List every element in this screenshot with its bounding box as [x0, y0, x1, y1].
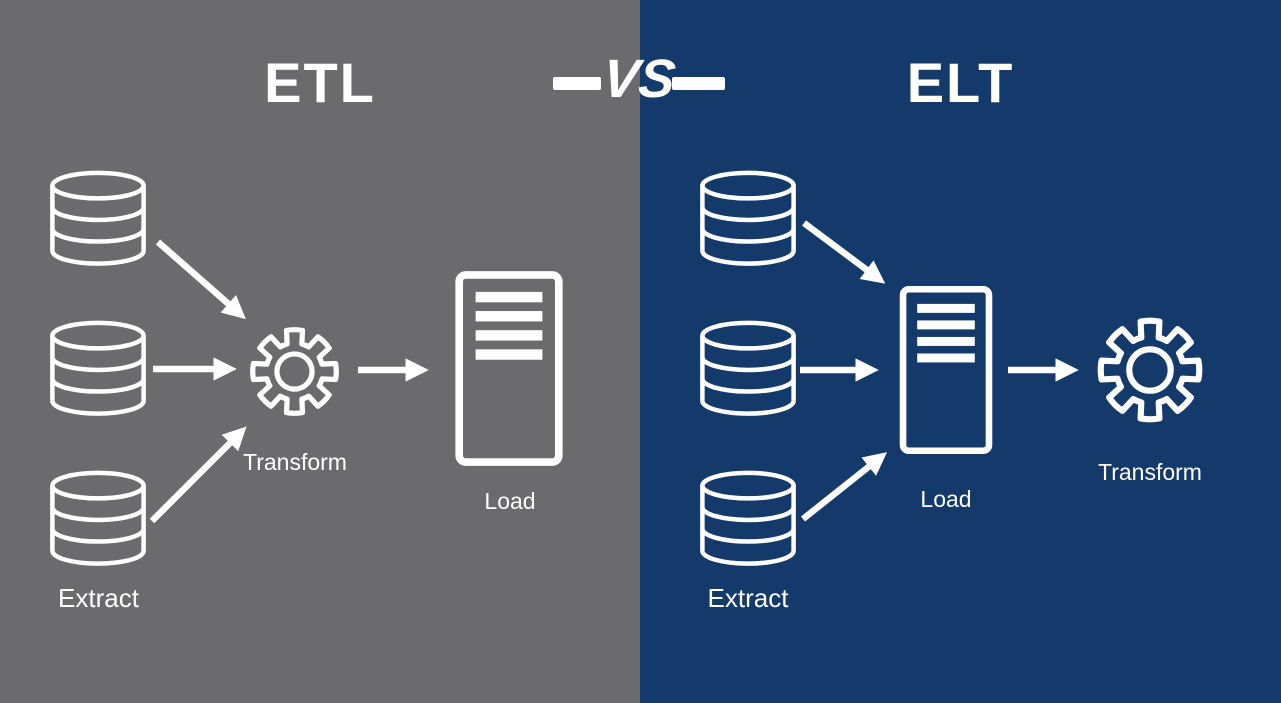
elt-panel: ELT — [640, 0, 1281, 703]
etl-extract-label: Extract — [58, 583, 139, 613]
elt-title: ELT — [906, 51, 1015, 114]
transform-gear-icon — [1094, 314, 1206, 426]
database-icon — [47, 470, 149, 567]
etl-load-label: Load — [484, 488, 536, 514]
vs-dash-right — [672, 77, 725, 90]
database-icon — [697, 470, 799, 567]
database-icon — [47, 170, 149, 267]
database-icon — [697, 320, 799, 417]
vs-dash-left — [553, 77, 601, 90]
etl-transform-label: Transform — [243, 449, 347, 475]
elt-extract-label: Extract — [707, 583, 789, 613]
etl-title: ETL — [264, 51, 376, 114]
load-server-icon — [453, 270, 565, 467]
transform-gear-icon — [247, 324, 342, 419]
database-icon — [697, 170, 799, 267]
database-icon — [47, 320, 149, 417]
load-server-icon — [897, 285, 995, 455]
elt-load-label: Load — [920, 486, 972, 512]
elt-transform-label: Transform — [1098, 459, 1202, 485]
